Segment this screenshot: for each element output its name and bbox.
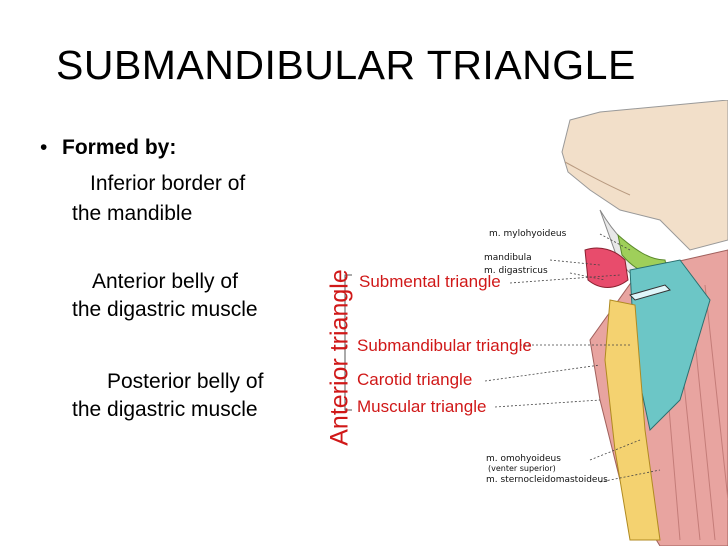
lip-line xyxy=(564,161,631,196)
mylohyoid-label: m. mylohyoideus xyxy=(489,229,567,239)
sternocleidomastoid-label: m. sternocleidomastoideus xyxy=(486,475,608,485)
muscle-fibers xyxy=(659,284,728,541)
text-line-1: Inferior border of xyxy=(90,172,246,195)
hyoid-bone xyxy=(629,284,671,301)
omohyoid-venter-label: (venter superior) xyxy=(488,464,556,473)
bullet-marker: • xyxy=(40,136,48,159)
submandibular-region xyxy=(584,247,629,288)
pointer-lines xyxy=(484,233,661,483)
face-skin xyxy=(561,100,728,251)
submental-triangle-label: Submental triangle xyxy=(359,272,501,291)
carotid-triangle-label: Carotid triangle xyxy=(357,370,473,389)
slide-title: SUBMANDIBULAR TRIANGLE xyxy=(56,42,636,88)
anterior-triangle-label: Anterior triangle xyxy=(325,269,354,446)
muscular-region xyxy=(604,299,661,541)
text-line-2: the mandible xyxy=(72,202,193,225)
digastric-label: m. digastricus xyxy=(484,266,548,276)
text-line-5: Posterior belly of xyxy=(107,370,264,393)
muscular-triangle-label: Muscular triangle xyxy=(357,397,487,416)
neck-anatomy-illustration xyxy=(300,100,728,546)
bullet-formed-by: • Formed by: xyxy=(40,136,176,160)
neck-anatomy-svg xyxy=(344,100,728,546)
submandibular-triangle-label: Submandibular triangle xyxy=(357,336,532,355)
bullet-heading: Formed by: xyxy=(62,136,177,159)
omohyoid-label: m. omohyoideus xyxy=(486,454,561,464)
text-line-6: the digastric muscle xyxy=(72,398,258,421)
mandible-label: mandibula xyxy=(484,253,532,263)
triangle-bracket xyxy=(344,274,352,411)
text-line-3: Anterior belly of xyxy=(92,270,238,293)
text-line-4: the digastric muscle xyxy=(72,298,258,321)
